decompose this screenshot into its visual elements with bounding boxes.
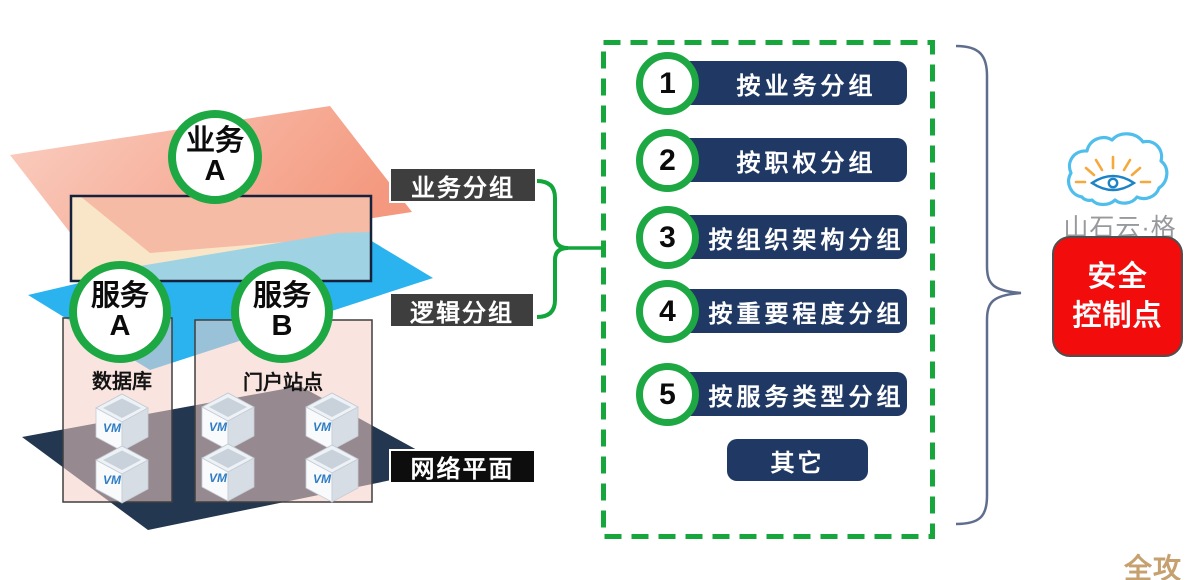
service-b-sublabel: B	[271, 310, 293, 342]
portal-site-label: 门户站点	[243, 372, 323, 394]
green-brace	[536, 179, 603, 319]
business-a-label: 业务	[185, 125, 244, 158]
business-a-circle: 业务 A	[168, 110, 262, 204]
service-a-label: 服务	[90, 280, 149, 313]
grouping-number-badge: 2	[636, 129, 699, 192]
grouping-number-badge: 5	[636, 363, 699, 426]
grouping-number-badge: 1	[636, 52, 699, 115]
watermark: 全攻略	[1124, 553, 1183, 580]
grouping-row: 按业务分组 1	[636, 52, 908, 115]
vm-label: VM	[103, 421, 122, 435]
curly-brace	[955, 44, 1022, 526]
grouping-row: 按服务类型分组 5	[636, 363, 908, 426]
service-a-sublabel: A	[109, 310, 131, 342]
cloud-eye-icon	[1067, 132, 1169, 207]
business-group-tag: 业务分组	[389, 167, 537, 203]
vm-label: VM	[103, 473, 122, 487]
grouping-row: 按组织架构分组 3	[636, 206, 908, 269]
security-control-line2: 控制点	[1072, 299, 1163, 332]
database-label: 数据库	[92, 371, 152, 393]
business-a-sublabel: A	[204, 155, 226, 187]
security-control-line1: 安全	[1087, 260, 1148, 293]
network-plane-tag: 网络平面	[389, 449, 536, 484]
vm-label: VM	[209, 420, 228, 434]
security-control-point-box: 安全 控制点	[1052, 236, 1183, 357]
grouping-number-badge: 4	[636, 280, 699, 343]
grouping-dashed-box	[601, 40, 935, 539]
service-a-circle: 服务 A	[69, 261, 171, 363]
grouping-number-badge: 3	[636, 206, 699, 269]
grouping-bar: 按职权分组	[656, 138, 907, 182]
vm-label: VM	[209, 471, 228, 485]
logic-group-tag: 逻辑分组	[389, 292, 535, 328]
vm-label: VM	[313, 420, 332, 434]
service-b-circle: 服务 B	[231, 261, 333, 363]
other-grouping-bar: 其它	[727, 439, 868, 481]
grouping-row: 按重要程度分组 4	[636, 280, 908, 343]
highlight-rect	[69, 194, 373, 283]
vm-cubes: VM VM VM VM VM VM	[95, 392, 359, 504]
service-b-label: 服务	[252, 280, 311, 313]
vm-label: VM	[313, 472, 332, 486]
grouping-row: 按职权分组 2	[636, 129, 908, 192]
